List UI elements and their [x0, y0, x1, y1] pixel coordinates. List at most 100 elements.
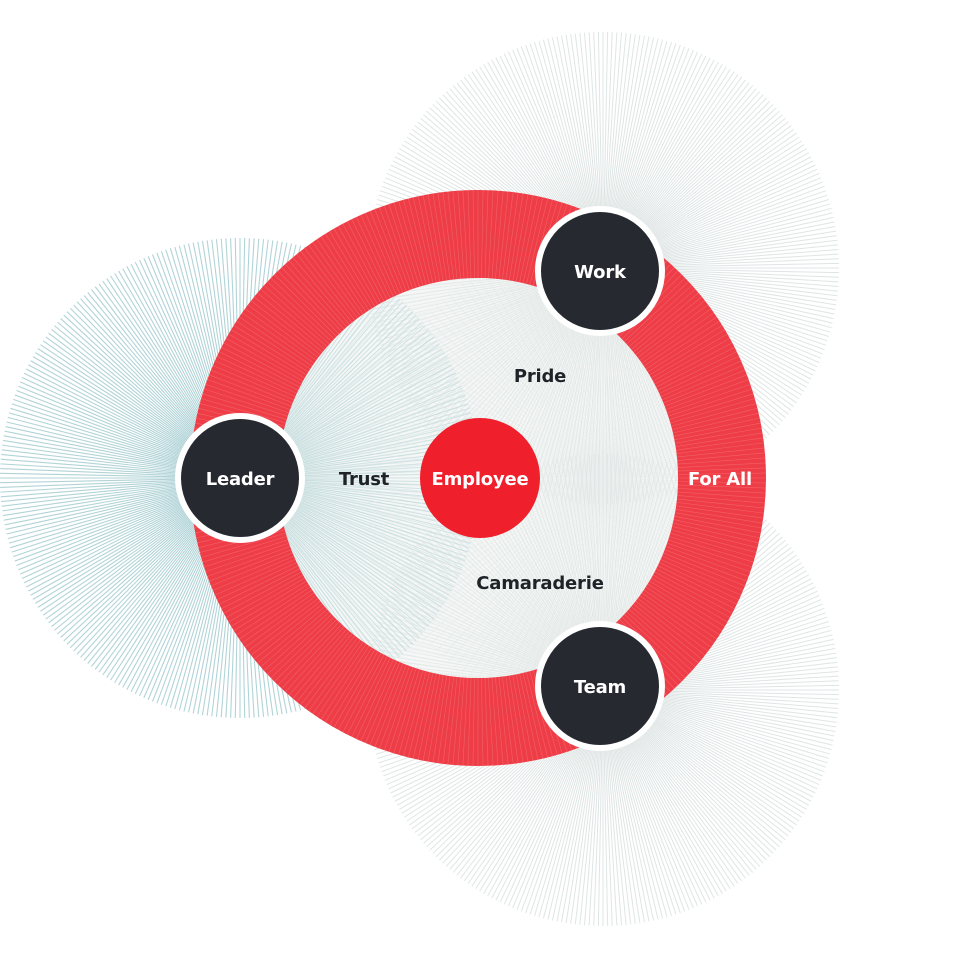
inner-texture-line	[602, 477, 678, 521]
ring-texture-line	[677, 481, 766, 484]
inner-texture-line	[489, 477, 604, 678]
ring-texture-line	[519, 673, 539, 760]
ring-texture-line	[422, 674, 441, 761]
ring-texture-line	[645, 320, 720, 370]
ring-texture-line	[300, 635, 356, 706]
inner-texture-line	[602, 477, 678, 606]
ring-texture-line	[285, 626, 345, 693]
ring-texture-line	[388, 668, 417, 752]
ring-texture-line	[250, 600, 321, 656]
ring-texture-line	[661, 365, 744, 401]
ring-texture-line	[665, 379, 749, 410]
inner-texture-line	[602, 336, 678, 479]
inner-texture-line	[278, 477, 419, 639]
ring-texture-line	[508, 675, 524, 763]
inner-texture-line	[278, 477, 401, 657]
leader-circle	[175, 413, 305, 543]
inner-texture-line	[602, 477, 678, 561]
ring-texture-line	[654, 342, 733, 385]
ring-texture-line	[325, 647, 373, 723]
inner-texture-line	[602, 427, 678, 479]
inner-texture-line	[278, 477, 456, 584]
ring-texture-line	[674, 422, 761, 441]
ring-texture-line	[676, 505, 764, 519]
team-node: Team	[535, 621, 665, 751]
ring-texture-line	[505, 192, 519, 280]
inner-texture-line	[418, 477, 604, 633]
inner-texture-line	[278, 477, 413, 646]
ring-texture-line	[654, 571, 733, 614]
ring-texture-line	[481, 677, 484, 766]
ring-texture-line	[351, 219, 391, 299]
ring-texture-line	[664, 549, 747, 582]
ring-texture-line	[667, 383, 751, 414]
work-label: Work	[574, 262, 627, 283]
ring-texture-line	[512, 194, 529, 282]
ring-texture-line	[631, 292, 699, 350]
ring-texture-line	[664, 374, 747, 407]
ring-texture-line	[526, 198, 548, 285]
ring-texture-line	[677, 452, 765, 461]
ring-texture-line	[230, 580, 307, 627]
inner-texture-line	[278, 477, 463, 569]
inner-texture-line	[602, 477, 678, 599]
inner-texture-line	[413, 477, 604, 627]
ring-texture-line	[675, 508, 763, 524]
ring-texture-line	[221, 346, 300, 388]
ring-texture-line	[230, 329, 307, 376]
ring-texture-line	[329, 649, 376, 726]
ring-texture-line	[462, 190, 468, 279]
inner-texture-line	[454, 288, 604, 479]
inner-texture-line	[278, 477, 389, 668]
ring-texture-line	[253, 296, 323, 353]
inner-texture-line	[368, 278, 604, 319]
inner-texture-line	[520, 278, 604, 479]
ring-texture-line	[333, 228, 379, 305]
ring-texture-line	[308, 244, 361, 317]
inner-texture-line	[278, 305, 408, 479]
inner-texture-line	[370, 631, 604, 678]
ring-texture-line	[205, 542, 289, 573]
ring-texture-line	[374, 664, 407, 747]
inner-texture-line	[408, 477, 604, 620]
ring-texture-line	[641, 592, 715, 644]
ring-texture-line	[676, 498, 765, 509]
ring-texture-line	[267, 281, 332, 342]
ring-texture-line	[333, 651, 379, 728]
ring-texture-line	[626, 611, 693, 671]
ring-texture-line	[635, 300, 706, 356]
ring-texture-line	[452, 191, 461, 279]
inner-texture-line	[497, 477, 604, 678]
inner-texture-line	[602, 419, 678, 479]
ring-texture-line	[427, 194, 444, 282]
inner-texture-line	[602, 357, 678, 479]
ring-texture-line	[270, 277, 335, 340]
inner-texture-line	[408, 336, 604, 479]
ring-texture-line	[624, 614, 689, 675]
inner-texture-line	[403, 477, 604, 613]
ring-texture-line	[457, 190, 465, 279]
ring-texture-line	[522, 672, 544, 759]
ring-texture-line	[677, 484, 766, 489]
ring-texture-line	[241, 312, 315, 364]
ring-texture-line	[457, 677, 465, 766]
ring-texture-line	[204, 388, 288, 417]
ring-texture-line	[677, 457, 766, 465]
ring-texture-line	[657, 565, 737, 605]
ring-texture-line	[329, 230, 376, 307]
ring-texture-line	[671, 403, 757, 427]
ring-texture-line	[643, 589, 717, 640]
ring-texture-line	[212, 365, 295, 401]
inner-texture-line	[418, 323, 604, 479]
inner-texture-line	[368, 639, 604, 678]
ring-texture-line	[267, 614, 332, 675]
ring-texture-line	[253, 603, 323, 660]
ring-texture-line	[228, 577, 305, 623]
ring-texture-line	[260, 608, 328, 668]
inner-texture-line	[399, 350, 604, 479]
ring-texture-line	[257, 292, 325, 350]
inner-texture-line	[448, 293, 604, 479]
inner-texture-line	[278, 364, 453, 479]
inner-texture-line	[602, 477, 678, 537]
